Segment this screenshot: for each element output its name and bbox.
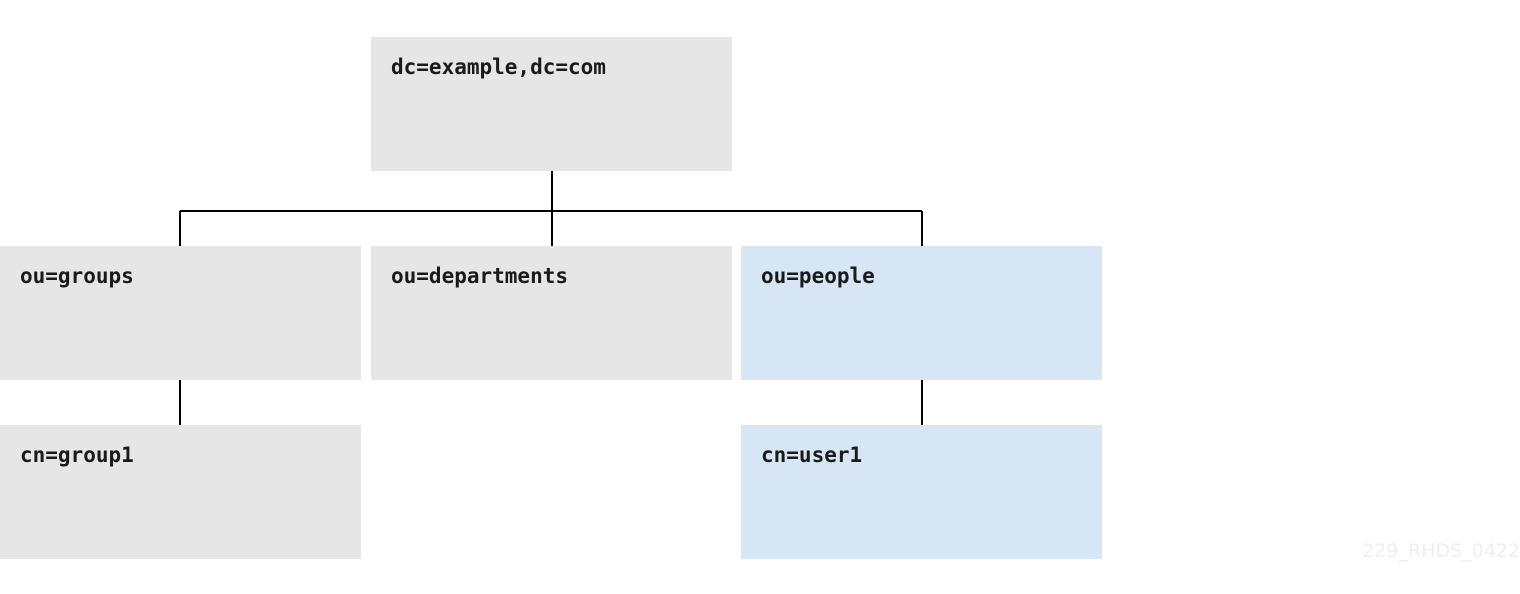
node-people-label: ou=people <box>761 264 875 288</box>
node-group1-label: cn=group1 <box>20 443 134 467</box>
node-departments-label: ou=departments <box>391 264 569 288</box>
watermark: 229_RHDS_0422 <box>1362 540 1520 562</box>
node-root: dc=example,dc=com <box>371 37 732 171</box>
node-user1-label: cn=user1 <box>761 443 863 467</box>
node-groups: ou=groups <box>0 246 361 380</box>
node-people: ou=people <box>741 246 1102 380</box>
node-group1: cn=group1 <box>0 425 361 559</box>
node-root-label: dc=example,dc=com <box>391 55 606 79</box>
node-departments: ou=departments <box>371 246 732 380</box>
node-groups-label: ou=groups <box>20 264 134 288</box>
node-user1: cn=user1 <box>741 425 1102 559</box>
